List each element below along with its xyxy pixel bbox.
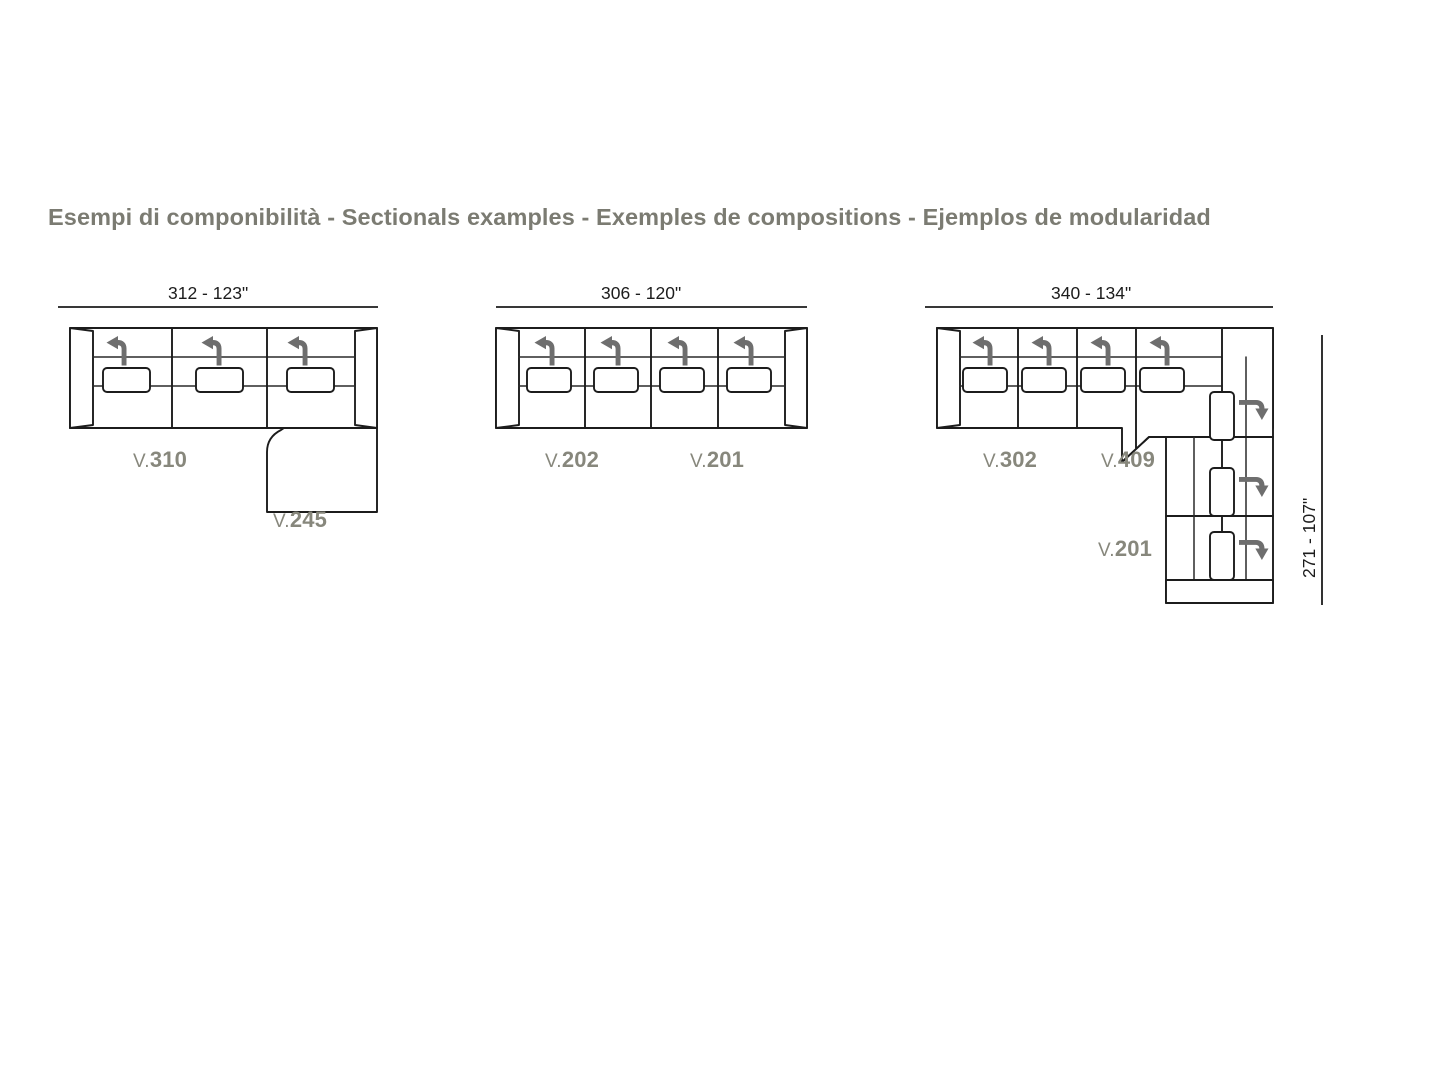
module-prefix: V.	[545, 451, 562, 472]
module-prefix: V.	[1098, 540, 1115, 561]
module-prefix: V.	[273, 511, 290, 532]
module-label-v201-comp3: V.201	[1098, 536, 1152, 562]
module-number: 245	[289, 507, 328, 532]
composition-2-drawing	[495, 306, 808, 429]
module-number: 201	[1114, 536, 1153, 561]
module-prefix: V.	[690, 451, 707, 472]
page-title: Esempi di componibilità - Sectionals exa…	[48, 204, 1211, 230]
module-number: 310	[149, 447, 188, 472]
module-label-v245: V.245	[273, 507, 327, 533]
dimension-depth-composition-3: 271 - 107"	[1299, 497, 1319, 578]
module-label-v201-comp2: V.201	[690, 447, 744, 473]
dimension-width-composition-2: 306 - 120"	[601, 283, 682, 303]
module-number: 302	[999, 447, 1038, 472]
module-prefix: V.	[1101, 451, 1118, 472]
composition-1-drawing	[58, 306, 378, 513]
module-label-v202: V.202	[545, 447, 599, 473]
composition-3-drawing	[925, 306, 1323, 605]
module-prefix: V.	[983, 451, 1000, 472]
module-number: 202	[561, 447, 600, 472]
module-label-v409: V.409	[1101, 447, 1155, 473]
module-label-v310: V.310	[133, 447, 187, 473]
module-number: 201	[706, 447, 745, 472]
module-prefix: V.	[133, 451, 150, 472]
module-number: 409	[1117, 447, 1156, 472]
dimension-width-composition-3: 340 - 134"	[1051, 283, 1132, 303]
dimension-width-composition-1: 312 - 123"	[168, 283, 249, 303]
module-label-v302: V.302	[983, 447, 1037, 473]
